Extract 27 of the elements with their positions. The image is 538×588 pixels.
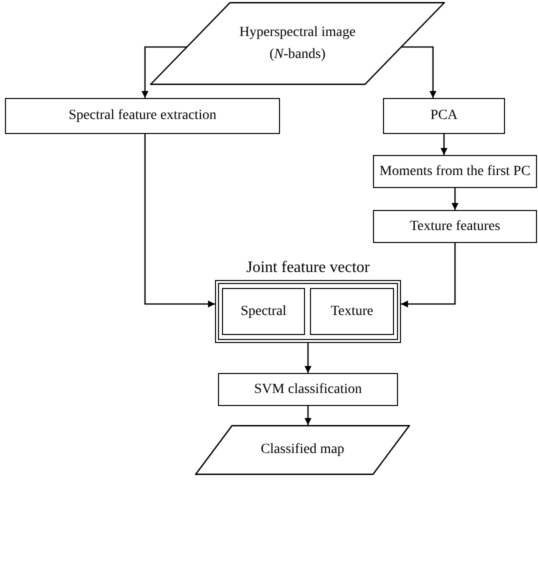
- group-heading: Joint feature vector: [245, 258, 371, 278]
- process-box: [373, 155, 537, 188]
- arrow: [402, 46, 436, 98]
- output-parallelogram: [195, 425, 410, 475]
- node-label: Texture features: [410, 218, 500, 234]
- process-box: [373, 210, 537, 243]
- process-box: [222, 288, 305, 335]
- process-box: [310, 288, 394, 335]
- process-box: [218, 373, 398, 406]
- arrow: [440, 134, 448, 155]
- arrow: [304, 343, 312, 373]
- node-label: Texture: [330, 304, 374, 320]
- node-label: PCA: [430, 108, 458, 124]
- node-label: Classified map: [260, 441, 346, 459]
- arrow: [142, 46, 187, 98]
- process-box: [5, 98, 280, 134]
- node-label: Moments from the first PC: [380, 164, 530, 180]
- arrow: [304, 406, 312, 425]
- node-label: SVM classification: [254, 382, 362, 398]
- node-label: Spectral feature extraction: [68, 108, 216, 124]
- input-parallelogram: [150, 2, 445, 85]
- arrow: [401, 243, 456, 308]
- process-box: [383, 98, 505, 134]
- node-label: Spectral: [240, 304, 286, 320]
- arrow: [144, 134, 215, 308]
- node-label: Hyperspectral image (N-bands): [238, 24, 357, 64]
- arrow: [452, 188, 458, 210]
